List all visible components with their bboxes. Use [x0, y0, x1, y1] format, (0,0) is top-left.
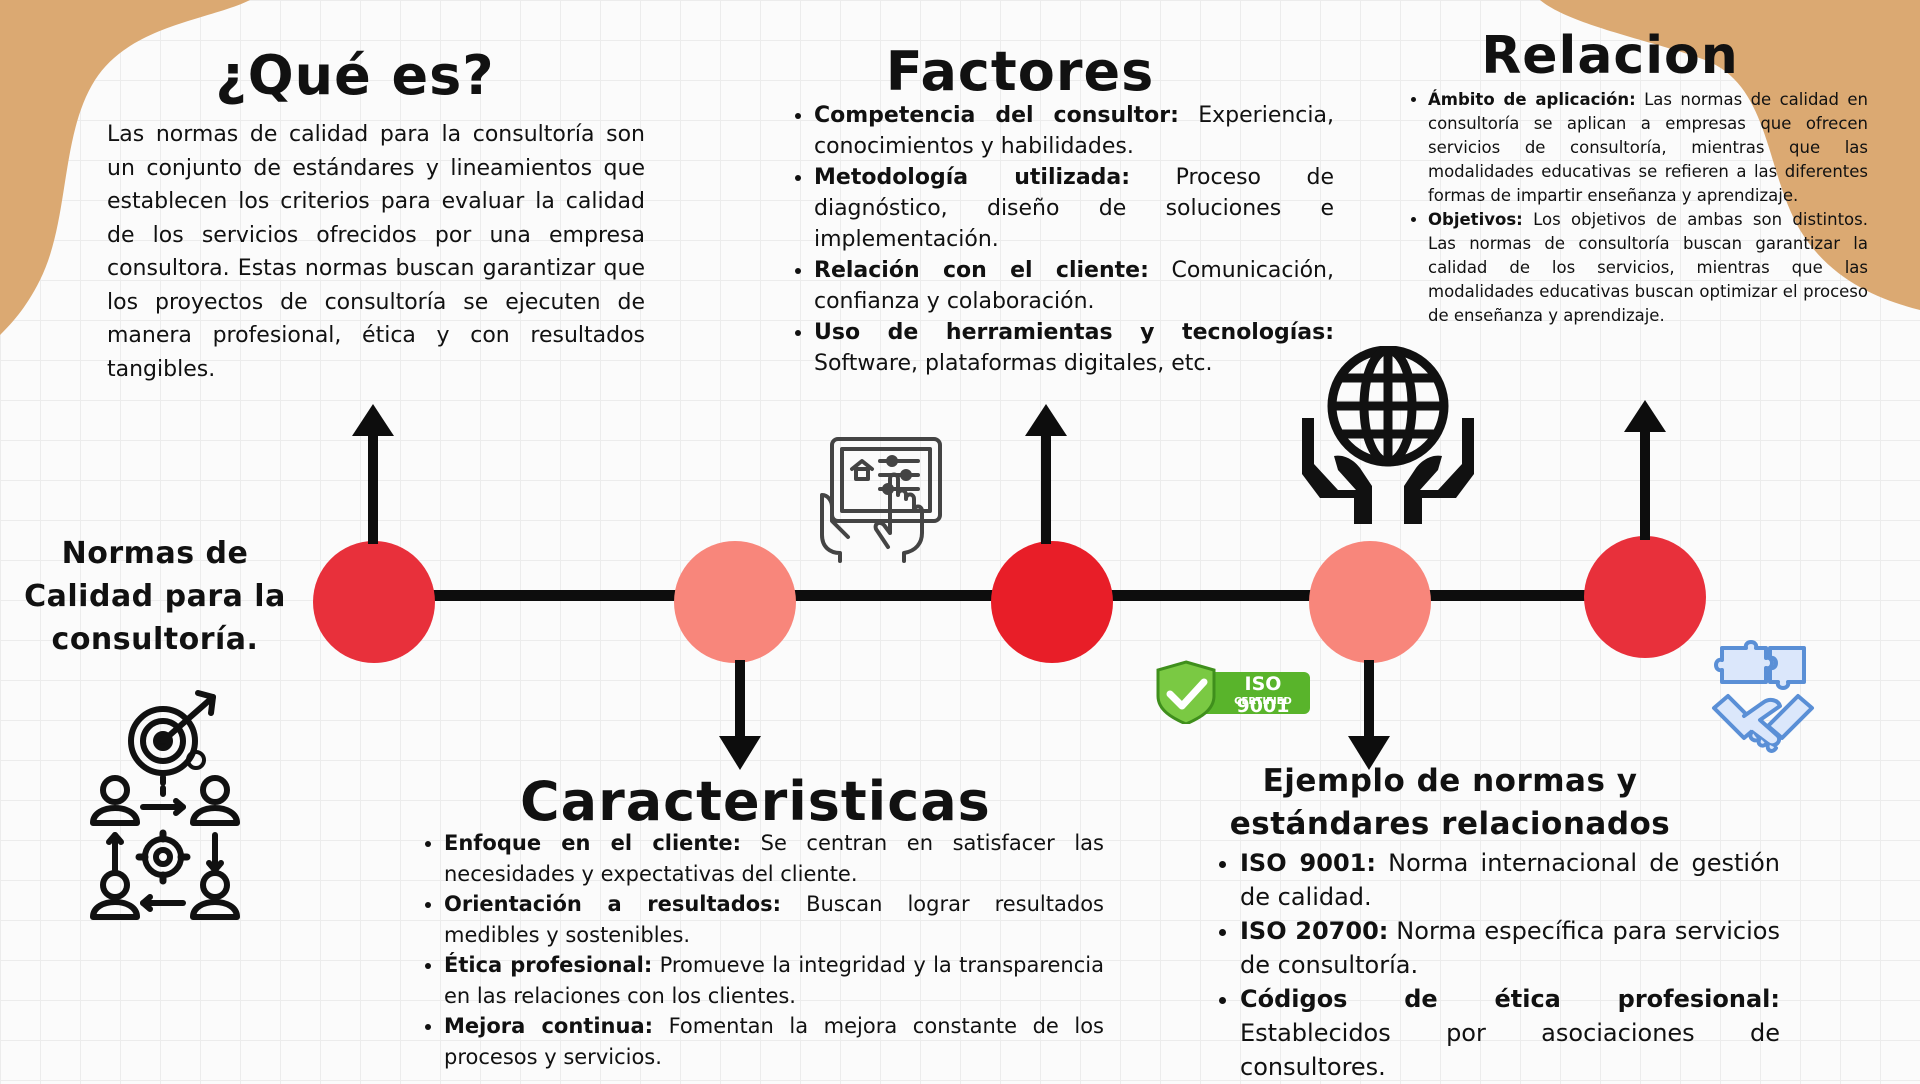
arrow-down-2	[1348, 660, 1390, 770]
iso-badge-line1: ISO 9001	[1236, 673, 1290, 717]
center-title: Normas de Calidad para la consultoría.	[24, 536, 286, 657]
que-es-title: ¿Qué es?	[215, 44, 495, 107]
target-team-gears-icon	[90, 690, 240, 920]
factores-title: Factores	[885, 40, 1155, 103]
timeline-node-5	[1584, 536, 1706, 658]
ejemplos-list: ISO 9001: Norma internacional de gestión…	[1214, 846, 1780, 1084]
arrow-down-1	[719, 660, 761, 770]
iso-certified-badge-icon: ISO 9001 CERTIFIED	[1156, 660, 1312, 724]
arrow-up-3	[1624, 400, 1666, 540]
ejemplos-item: ISO 20700: Norma específica para servici…	[1240, 914, 1780, 982]
globe-hands-icon	[1302, 346, 1474, 524]
caracteristicas-title: Caracteristicas	[520, 770, 991, 833]
caracteristicas-list: Enfoque en el cliente: Se centran en sat…	[418, 828, 1104, 1072]
arrow-up-1	[352, 404, 394, 544]
factores-list: Competencia del consultor: Experiencia, …	[788, 100, 1334, 379]
timeline-node-1	[313, 541, 435, 663]
timeline-node-2	[674, 541, 796, 663]
ejemplos-title: Ejemplo de normas y estándares relaciona…	[1229, 763, 1671, 842]
relacion-list: Ámbito de aplicación: Las normas de cali…	[1406, 88, 1868, 328]
timeline-node-4	[1309, 541, 1431, 663]
relacion-title: Relacion	[1481, 26, 1739, 86]
caracteristicas-item: Orientación a resultados: Buscan lograr …	[444, 889, 1104, 950]
puzzle-handshake-icon	[1712, 640, 1814, 753]
relacion-item: Objetivos: Los objetivos de ambas son di…	[1428, 208, 1868, 328]
ejemplos-item: Códigos de ética profesional: Establecid…	[1240, 982, 1780, 1084]
caracteristicas-item: Enfoque en el cliente: Se centran en sat…	[444, 828, 1104, 889]
que-es-text: Las normas de calidad para la consultorí…	[107, 122, 645, 382]
factores-item: Metodología utilizada: Proceso de diagnó…	[814, 162, 1334, 255]
arrow-up-2	[1025, 404, 1067, 544]
top-right-blob	[1540, 0, 1920, 310]
factores-item: Uso de herramientas y tecnologías: Softw…	[814, 317, 1334, 379]
factores-item: Relación con el cliente: Comunicación, c…	[814, 255, 1334, 317]
relacion-item: Ámbito de aplicación: Las normas de cali…	[1428, 88, 1868, 208]
top-left-blob	[0, 0, 250, 335]
timeline-node-3	[991, 541, 1113, 663]
factores-item: Competencia del consultor: Experiencia, …	[814, 100, 1334, 162]
caracteristicas-item: Ética profesional: Promueve la integrida…	[444, 950, 1104, 1011]
tablet-touch-icon	[820, 437, 942, 563]
caracteristicas-item: Mejora continua: Fomentan la mejora cons…	[444, 1011, 1104, 1072]
ejemplos-item: ISO 9001: Norma internacional de gestión…	[1240, 846, 1780, 914]
iso-badge-line2: CERTIFIED	[1234, 696, 1292, 707]
